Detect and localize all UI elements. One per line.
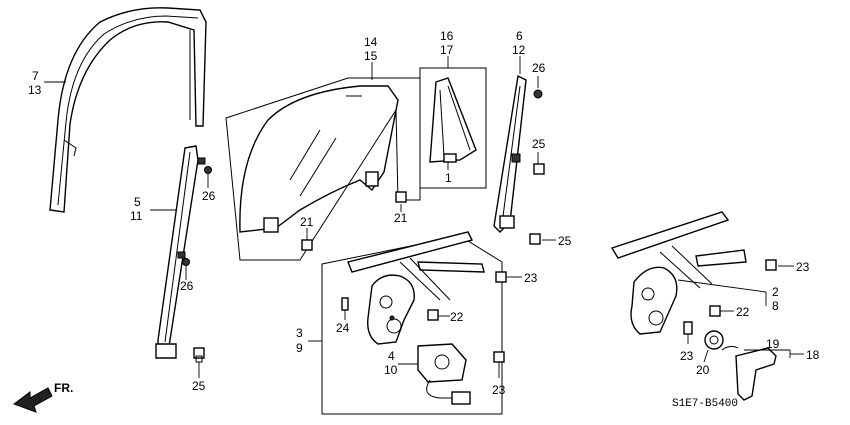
- front-direction-indicator: FR.: [12, 381, 73, 413]
- callout-20: 20: [696, 363, 710, 377]
- callout-25-b: 25: [532, 137, 546, 151]
- callout-13: 13: [28, 83, 42, 97]
- callout-23-b: 23: [492, 383, 506, 397]
- callout-6: 6: [516, 29, 523, 43]
- diagram-code: S1E7-B5400: [672, 398, 738, 410]
- callout-15: 15: [364, 49, 378, 63]
- window-handle-part: [721, 345, 777, 401]
- callout-22-b: 22: [736, 305, 750, 319]
- callout-22-a: 22: [450, 310, 464, 324]
- callout-17: 17: [440, 43, 454, 57]
- regulator-motor-part: [417, 343, 471, 405]
- window-regulator-right-part: [610, 211, 747, 335]
- washer-part: [704, 330, 724, 350]
- callout-7: 7: [32, 69, 39, 83]
- callout-26-c: 26: [532, 61, 546, 75]
- callout-2: 2: [772, 285, 779, 299]
- run-channel-part: [49, 7, 207, 213]
- callout-21-a: 21: [300, 215, 314, 229]
- callout-25-a: 25: [192, 379, 206, 393]
- callout-9: 9: [296, 341, 303, 355]
- callout-5: 5: [134, 195, 141, 209]
- callout-labels: 7 13 5 11 26 26 25 14 15 21 21 16 17 1 6…: [28, 29, 820, 397]
- callout-10: 10: [384, 363, 398, 377]
- callout-1: 1: [445, 171, 452, 185]
- glass-run-channel-rear-part: [155, 145, 206, 359]
- callout-24: 24: [336, 321, 350, 335]
- bolts: [182, 89, 777, 363]
- callout-14: 14: [364, 35, 378, 49]
- callout-23-d: 23: [680, 349, 694, 363]
- callout-18: 18: [806, 348, 820, 362]
- callout-21-b: 21: [394, 211, 408, 225]
- callout-4: 4: [388, 349, 395, 363]
- callout-25-c: 25: [558, 234, 572, 248]
- callout-12: 12: [512, 43, 526, 57]
- callout-16: 16: [440, 29, 454, 43]
- direction-label: FR.: [54, 381, 73, 395]
- callout-26-a: 26: [202, 189, 216, 203]
- quarter-glass-part: [419, 67, 487, 189]
- callout-3: 3: [296, 326, 303, 340]
- callout-19: 19: [766, 337, 780, 351]
- leader-lines: [44, 56, 804, 378]
- callout-11: 11: [130, 209, 143, 223]
- direction-arrow-icon: [12, 387, 53, 413]
- callout-8: 8: [772, 299, 779, 313]
- window-regulator-part: [347, 231, 485, 345]
- door-glass-part: [239, 85, 399, 233]
- glass-run-channel-front-part: [493, 74, 527, 233]
- callout-23-c: 23: [796, 260, 810, 274]
- callout-26-b: 26: [180, 279, 194, 293]
- callout-23-a: 23: [524, 271, 538, 285]
